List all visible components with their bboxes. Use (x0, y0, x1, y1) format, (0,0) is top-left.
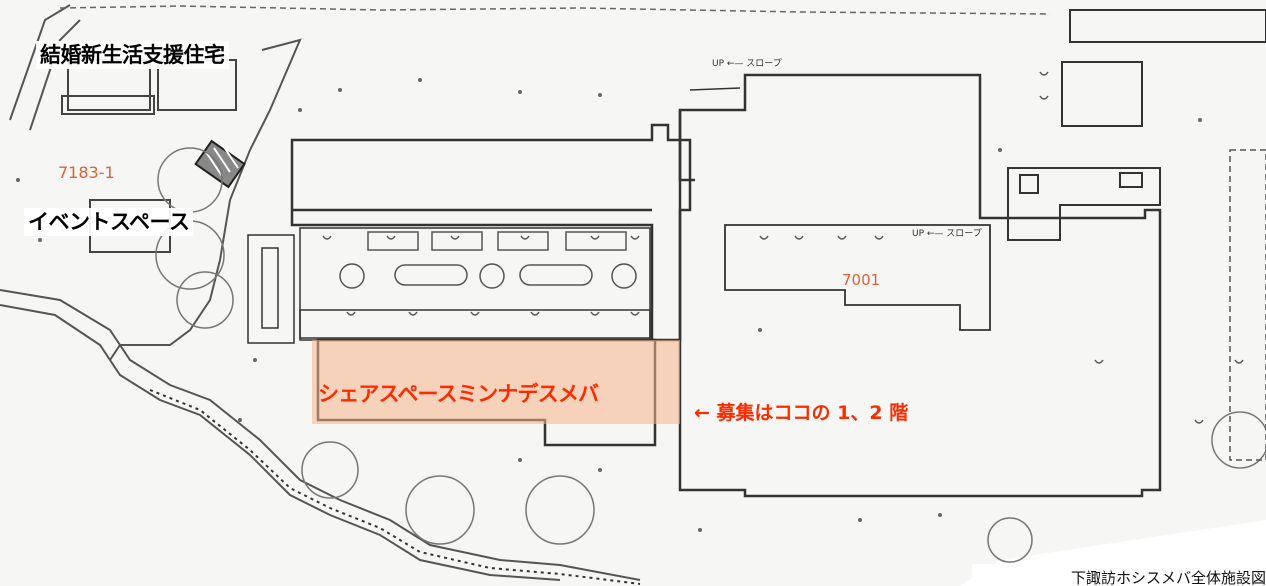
housing-label: 結婚新生活支援住宅 (36, 41, 229, 69)
recruit-note: ← 募集はココの 1、2 階 (694, 402, 909, 424)
event-space-label: イベントスペース (24, 208, 194, 236)
map-caption: 下諏訪ホシスメバ全体施設図 (972, 564, 1266, 586)
lot-number-7001: 7001 (842, 271, 880, 289)
slope-annotation-north: UP ←— スロープ (712, 58, 782, 69)
slope-annotation-east: UP ←— スロープ (912, 228, 982, 239)
share-space-label: シェアスペースミンナデスメバ (318, 382, 599, 406)
share-space-highlight (312, 340, 680, 424)
lot-number-7183: 7183-1 (58, 163, 115, 182)
